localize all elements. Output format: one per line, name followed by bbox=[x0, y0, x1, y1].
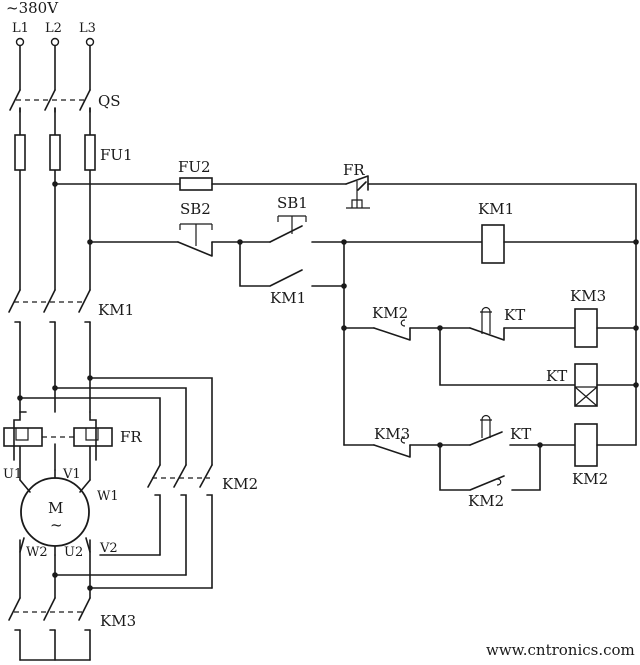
fu2-fuse: FU2 bbox=[178, 158, 213, 191]
km2-main-label: KM2 bbox=[222, 475, 258, 493]
motor-label: M bbox=[48, 499, 63, 517]
km2-nc-label: KM2 bbox=[372, 304, 408, 322]
km2-main-contacts: KM2 bbox=[147, 464, 258, 589]
phase-l2-label: L2 bbox=[45, 21, 62, 36]
terminal-l1 bbox=[15, 37, 25, 47]
motor: U1 V1 W1 M ~ W2 U2 V2 bbox=[3, 411, 119, 560]
rung-km2: KM3 KT KM2 KM2 bbox=[343, 414, 637, 510]
power-circuit: QS FU1 KM1 FR U1 V1 bbox=[3, 45, 258, 661]
terminal-l3 bbox=[85, 37, 95, 47]
phase-l3-label: L3 bbox=[79, 21, 96, 36]
terminal-w2-label: W2 bbox=[26, 545, 48, 560]
fr-nc-contact: FR bbox=[343, 161, 370, 209]
kt-coil-label: KT bbox=[546, 367, 567, 385]
sb1-start-button[interactable]: SB1 bbox=[269, 194, 308, 243]
km1-main-label: KM1 bbox=[98, 301, 134, 319]
terminal-u1-label: U1 bbox=[3, 467, 22, 482]
rung-kt: KT bbox=[439, 327, 637, 407]
rung-km3: KM2 KT KM3 bbox=[343, 287, 637, 348]
terminal-w1-label: W1 bbox=[97, 489, 119, 504]
terminal-u2-label: U2 bbox=[64, 545, 83, 560]
km1-aux-label: KM1 bbox=[270, 289, 306, 307]
km2-aux-label: KM2 bbox=[468, 492, 504, 510]
km3-nc-label: KM3 bbox=[374, 425, 410, 443]
fr-thermal-label: FR bbox=[120, 428, 142, 446]
kt-no-label: KT bbox=[510, 425, 531, 443]
kt-nc-label: KT bbox=[504, 306, 525, 324]
phase-l1-label: L1 bbox=[12, 21, 29, 36]
qs-label: QS bbox=[98, 92, 121, 110]
sb1-label: SB1 bbox=[277, 194, 308, 212]
supply-section: ~380V L1 L2 L3 bbox=[6, 0, 96, 47]
km3-main-label: KM3 bbox=[100, 612, 136, 630]
km2-coil bbox=[574, 423, 598, 467]
terminal-v1-label: V1 bbox=[62, 467, 81, 482]
motor-ac-symbol: ~ bbox=[50, 516, 63, 534]
km3-coil-label: KM3 bbox=[570, 287, 606, 305]
qs-switch: QS bbox=[9, 89, 121, 113]
terminal-v2-label: V2 bbox=[99, 541, 118, 556]
km3-coil bbox=[574, 308, 598, 348]
fr-nc-label: FR bbox=[343, 161, 365, 179]
km2-coil-label: KM2 bbox=[572, 470, 608, 488]
fu1-fuses: FU1 bbox=[14, 134, 133, 171]
km1-aux-contact: KM1 bbox=[239, 241, 345, 307]
km1-coil-label: KM1 bbox=[478, 200, 514, 218]
kt-coil bbox=[574, 363, 598, 407]
sb2-stop-button[interactable]: SB2 bbox=[177, 200, 213, 257]
supply-voltage-label: ~380V bbox=[6, 0, 59, 17]
fu2-label: FU2 bbox=[178, 158, 211, 176]
fr-thermal-relay: FR bbox=[3, 427, 142, 447]
km1-coil: KM1 bbox=[478, 200, 514, 264]
sb2-label: SB2 bbox=[180, 200, 211, 218]
watermark: www.cntronics.com bbox=[486, 641, 635, 659]
fu1-label: FU1 bbox=[100, 146, 133, 164]
terminal-l2 bbox=[50, 37, 60, 47]
control-circuit: FU2 FR SB2 SB1 KM1 bbox=[52, 158, 639, 510]
km1-main-contacts: KM1 bbox=[8, 289, 134, 323]
km3-main-contacts: KM3 bbox=[8, 597, 136, 661]
